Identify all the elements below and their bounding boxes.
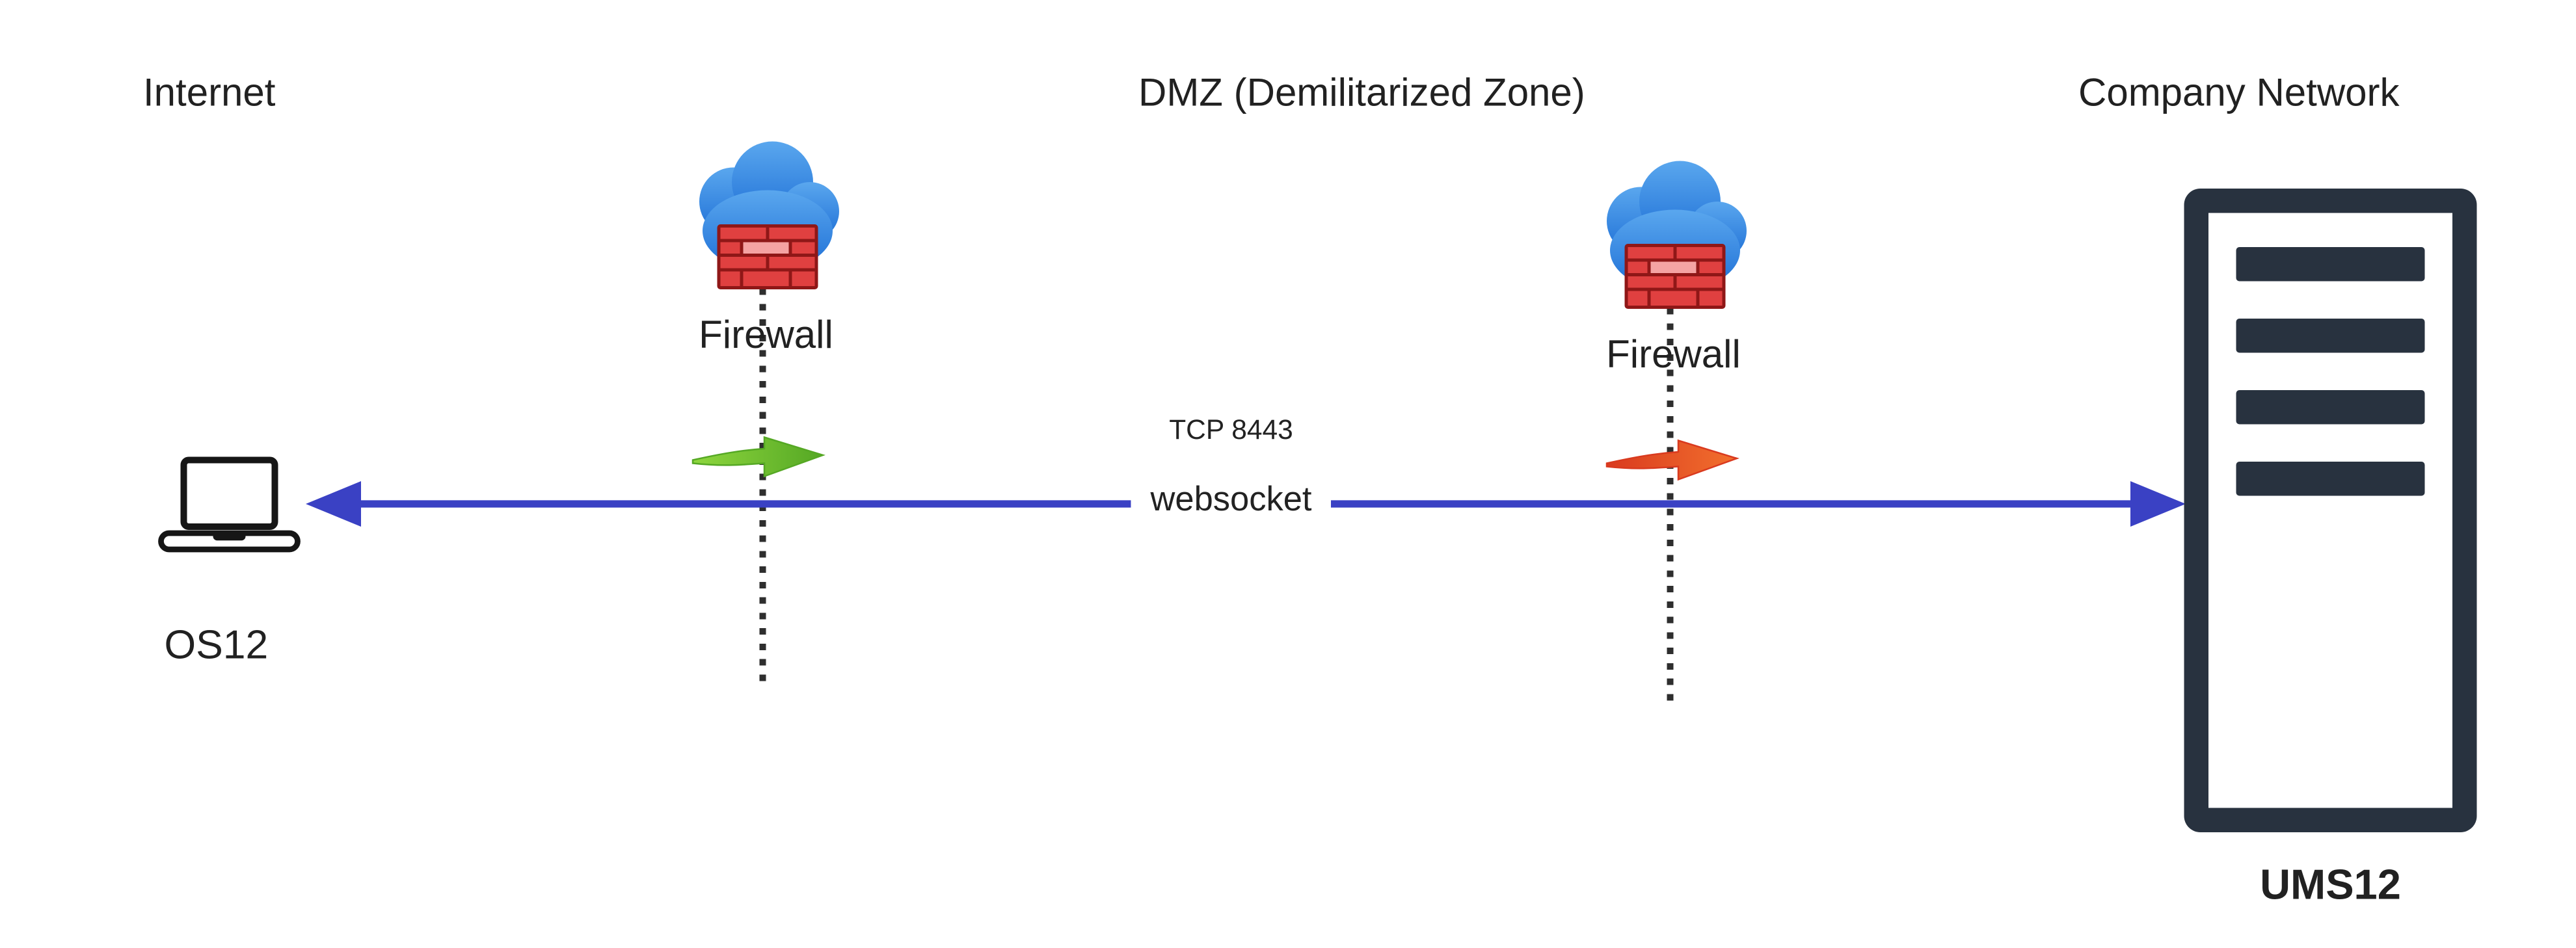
arrowhead-right bbox=[2130, 481, 2186, 527]
server-slot bbox=[2236, 390, 2425, 425]
firewall-label-left: Firewall bbox=[699, 313, 833, 358]
server-node-label: UMS12 bbox=[2260, 860, 2401, 909]
arrowhead-left bbox=[306, 481, 361, 527]
protocol-label: TCP 8443 bbox=[1169, 414, 1293, 446]
cloud-firewall-icon bbox=[1607, 161, 1747, 309]
server-slot bbox=[2236, 319, 2425, 353]
zone-label-dmz: DMZ (Demilitarized Zone) bbox=[1138, 72, 1585, 116]
brick-wall bbox=[717, 224, 818, 289]
firewall-boundary-line-right bbox=[1667, 293, 1674, 702]
websocket-label: websocket bbox=[1131, 481, 1332, 520]
blocked-direction-arrow bbox=[1605, 439, 1739, 481]
server-slot bbox=[2236, 462, 2425, 496]
firewall-label-right: Firewall bbox=[1606, 333, 1741, 378]
firewall-boundary-line-left bbox=[759, 273, 766, 683]
zone-label-internet: Internet bbox=[143, 72, 276, 116]
zone-label-company-network: Company Network bbox=[2078, 72, 2400, 116]
cloud-firewall-icon bbox=[699, 141, 839, 289]
server-slot bbox=[2236, 247, 2425, 282]
server-icon bbox=[2184, 189, 2477, 832]
laptop-icon bbox=[158, 456, 301, 553]
brick-wall bbox=[1624, 244, 1726, 309]
client-node-label: OS12 bbox=[164, 622, 269, 668]
allowed-direction-arrow bbox=[691, 436, 825, 478]
